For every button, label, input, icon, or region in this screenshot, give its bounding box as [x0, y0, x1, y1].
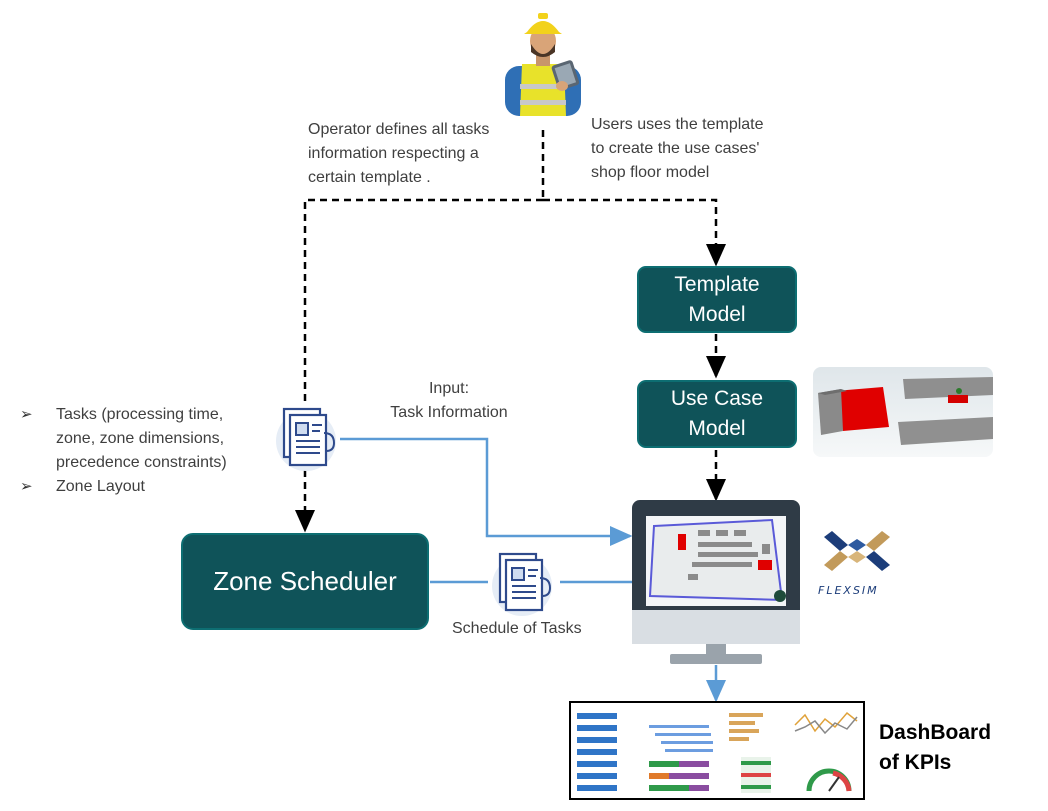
use-case-model-box: Use Case Model	[637, 380, 797, 448]
bullet-text: Tasks (processing time, zone, zone dimen…	[56, 406, 227, 471]
dashed-right-branch	[543, 198, 726, 267]
flexsim-logo: FLEXSIM	[814, 525, 900, 599]
bullet-arrow-icon: ➢	[20, 478, 33, 495]
worker-icon	[505, 13, 581, 116]
model-3d-thumbnail	[813, 367, 993, 457]
template-model-box: Template Model	[637, 266, 797, 333]
bullet-item: ➢ Tasks (processing time, zone, zone dime…	[18, 403, 227, 475]
document-icon	[276, 407, 336, 471]
schedule-label: Schedule of Tasks	[452, 620, 582, 637]
dashed-connectors	[295, 130, 726, 533]
input-to-monitor-line	[340, 437, 633, 546]
flexsim-logo-text: FLEXSIM	[818, 584, 879, 597]
users-caption: Users uses the template to create the us…	[591, 116, 764, 181]
input-label: Input: Task Information	[390, 380, 508, 421]
document-icon	[492, 552, 552, 616]
task-info-bullets: ➢ Tasks (processing time, zone, zone dime…	[18, 403, 227, 499]
dashboard-label: DashBoard of KPIs	[879, 721, 992, 774]
blue-connectors	[340, 437, 726, 703]
dashboard-thumbnail	[569, 701, 865, 800]
dashed-left-branch	[303, 198, 543, 405]
operator-caption: Operator defines all tasks information r…	[308, 121, 490, 186]
monitor-icon	[632, 500, 800, 664]
bullet-text: Zone Layout	[56, 478, 145, 495]
zone-scheduler-box: Zone Scheduler	[181, 533, 429, 630]
bullet-item: ➢ Zone Layout	[18, 475, 227, 499]
flexsim-mark-icon	[824, 531, 890, 571]
bullet-arrow-icon: ➢	[20, 406, 33, 423]
